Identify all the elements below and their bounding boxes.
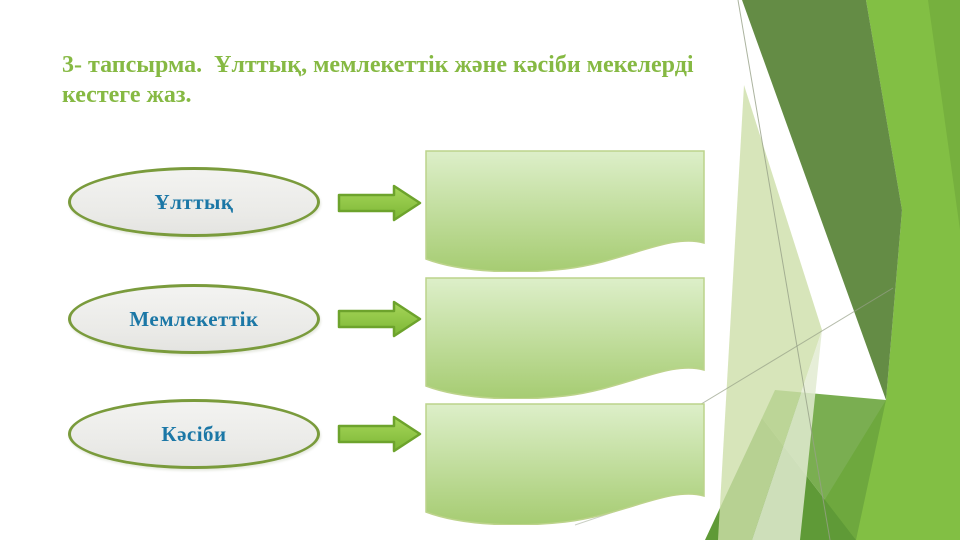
answer-box-ulttyq[interactable] bbox=[425, 150, 705, 272]
category-oval-memlekettik: Мемлекеттік bbox=[68, 284, 320, 354]
right-arrow-icon bbox=[337, 183, 423, 223]
category-oval-ulttyq: Ұлттық bbox=[68, 167, 320, 237]
answer-box-memlekettik[interactable] bbox=[425, 277, 705, 399]
slide-title: 3- тапсырма. Ұлттық, мемлекеттік және кә… bbox=[62, 52, 700, 109]
right-arrow-icon bbox=[337, 299, 423, 339]
answer-box-kasibi[interactable] bbox=[425, 403, 705, 525]
category-label: Кәсіби bbox=[161, 421, 227, 446]
right-arrow-icon bbox=[337, 414, 423, 454]
category-oval-kasibi: Кәсіби bbox=[68, 399, 320, 469]
category-label: Мемлекеттік bbox=[129, 306, 259, 331]
category-label: Ұлттық bbox=[154, 189, 234, 214]
